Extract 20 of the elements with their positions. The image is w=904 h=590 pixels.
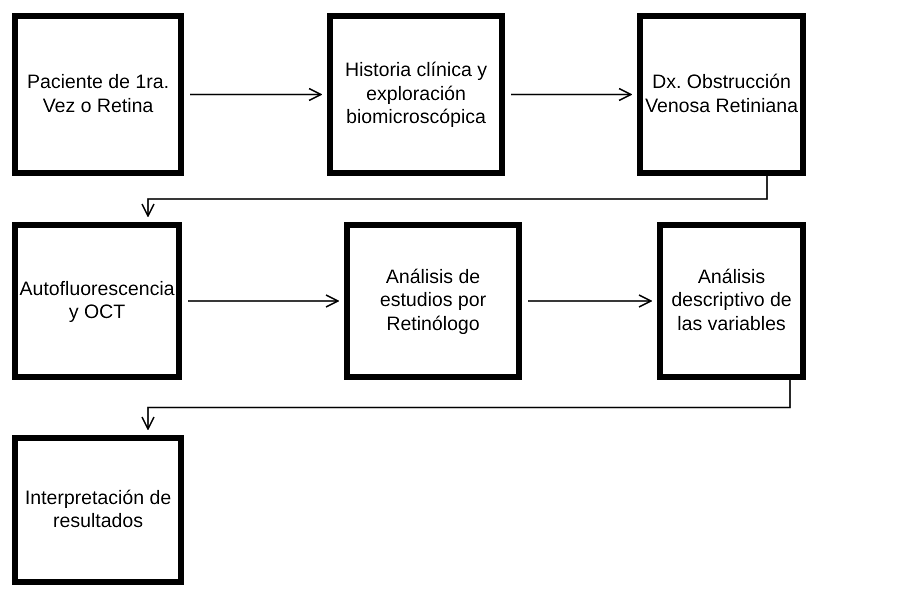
process-box xyxy=(12,13,184,176)
process-box xyxy=(637,13,806,176)
arrow xyxy=(190,88,322,102)
arrow xyxy=(528,294,652,308)
box-label: Análisis descriptivo de las variables xyxy=(670,266,793,336)
process-box xyxy=(12,222,182,380)
process-box xyxy=(327,13,505,176)
process-box xyxy=(657,222,806,380)
box-label: Análisis de estudios por Retinólogo xyxy=(378,266,488,336)
process-box xyxy=(12,435,184,585)
arrow xyxy=(141,380,791,430)
arrow xyxy=(141,176,768,217)
box-label: Historia clínica y exploración biomicroscópica xyxy=(344,59,488,130)
box-label: Paciente de 1ra. Vez o Retina xyxy=(26,71,170,118)
box-label: Dx. Obstrucción Venosa Retiniana xyxy=(644,71,799,118)
box-label: Interpretación de resultados xyxy=(24,486,172,534)
arrow xyxy=(511,88,632,102)
process-box xyxy=(344,222,522,380)
box-label: Autofluorescencia y OCT xyxy=(18,278,176,324)
arrow xyxy=(188,294,339,308)
